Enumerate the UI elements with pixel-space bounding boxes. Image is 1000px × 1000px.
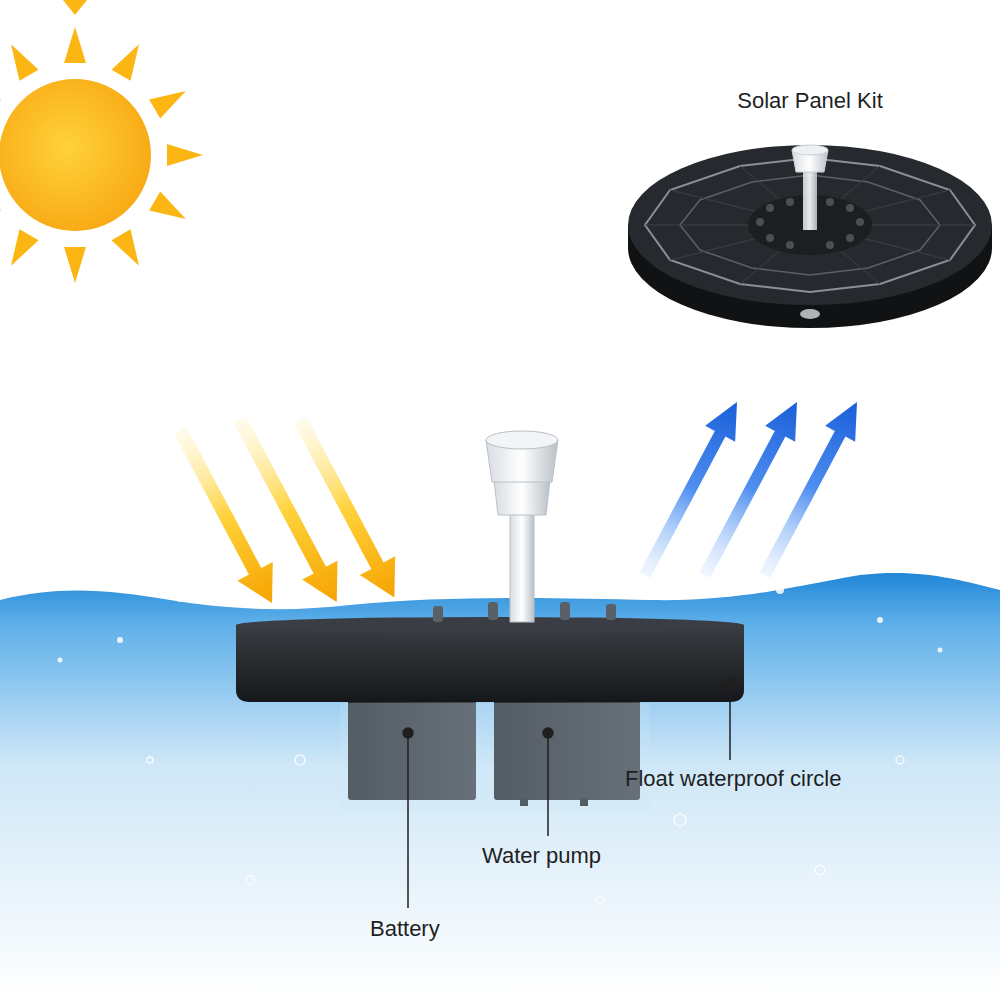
assembly-arrows	[630, 394, 872, 583]
sun	[0, 0, 203, 283]
callout-label: Water pump	[482, 843, 601, 868]
callout-label: Solar Panel Kit	[737, 88, 883, 113]
sunlight-arrows	[162, 411, 412, 613]
callout-label: Battery	[370, 916, 440, 941]
solar-panel-kit	[628, 145, 992, 328]
callout-label: Float waterproof circle	[625, 766, 841, 791]
water	[0, 573, 1000, 1000]
leader-lines	[403, 678, 735, 908]
water-overlay	[340, 703, 650, 813]
